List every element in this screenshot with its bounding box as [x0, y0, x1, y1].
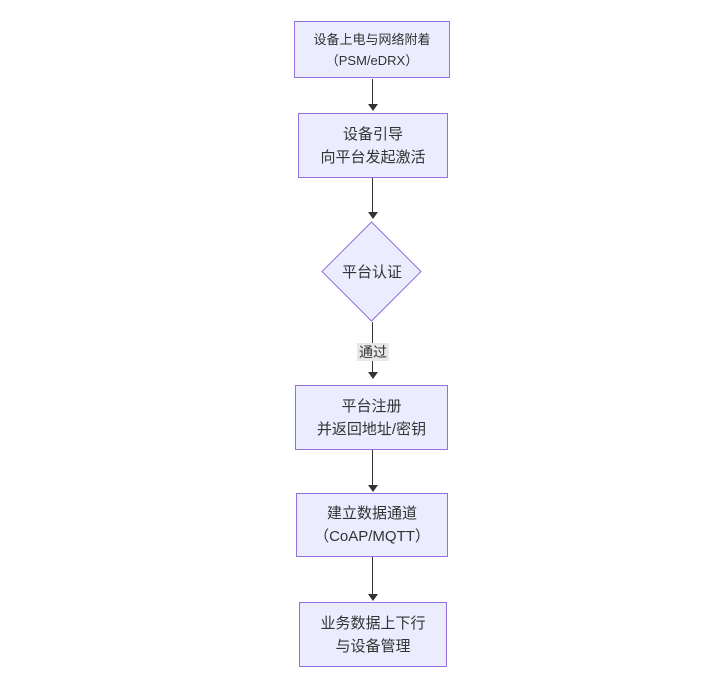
node-power-attach-line2: （PSM/eDRX） [325, 52, 419, 68]
arrowhead-down-icon [368, 372, 378, 379]
arrowhead-down-icon [368, 104, 378, 111]
node-channel-line1: 建立数据通道 [326, 505, 417, 522]
flow-arrow-2 [367, 178, 378, 219]
flow-arrow-1 [367, 79, 378, 111]
node-register-line1: 平台注册 [341, 397, 402, 415]
arrowhead-down-icon [368, 485, 378, 492]
decision-auth-label: 平台认证 [341, 264, 402, 281]
arrow-line [372, 557, 373, 595]
node-bootstrap-line2: 向平台发起激活 [320, 148, 426, 166]
flow-arrow-4 [367, 450, 378, 492]
arrow-line [372, 79, 373, 105]
node-business-line2: 与设备管理 [335, 637, 411, 655]
arrowhead-down-icon [368, 212, 378, 219]
node-register-line2: 并返回地址/密钥 [316, 420, 427, 438]
arrow-line [372, 178, 373, 213]
flow-arrow-5 [367, 557, 378, 601]
node-power-attach-line1: 设备上电与网络附着 [313, 31, 431, 47]
node-business-line1: 业务数据上下行 [320, 614, 426, 632]
node-power-attach: 设备上电与网络附着 （PSM/eDRX） [294, 21, 450, 78]
node-bootstrap-line1: 设备引导 [342, 125, 403, 143]
node-register: 平台注册 并返回地址/密钥 [295, 385, 448, 450]
arrowhead-down-icon [368, 594, 378, 601]
node-business: 业务数据上下行 与设备管理 [299, 602, 447, 667]
node-channel: 建立数据通道 （CoAP/MQTT） [296, 493, 448, 557]
node-bootstrap: 设备引导 向平台发起激活 [298, 113, 448, 178]
node-channel-line2: （CoAP/MQTT） [314, 528, 430, 545]
arrow-line [372, 450, 373, 486]
edge-label-pass: 通过 [357, 343, 389, 361]
